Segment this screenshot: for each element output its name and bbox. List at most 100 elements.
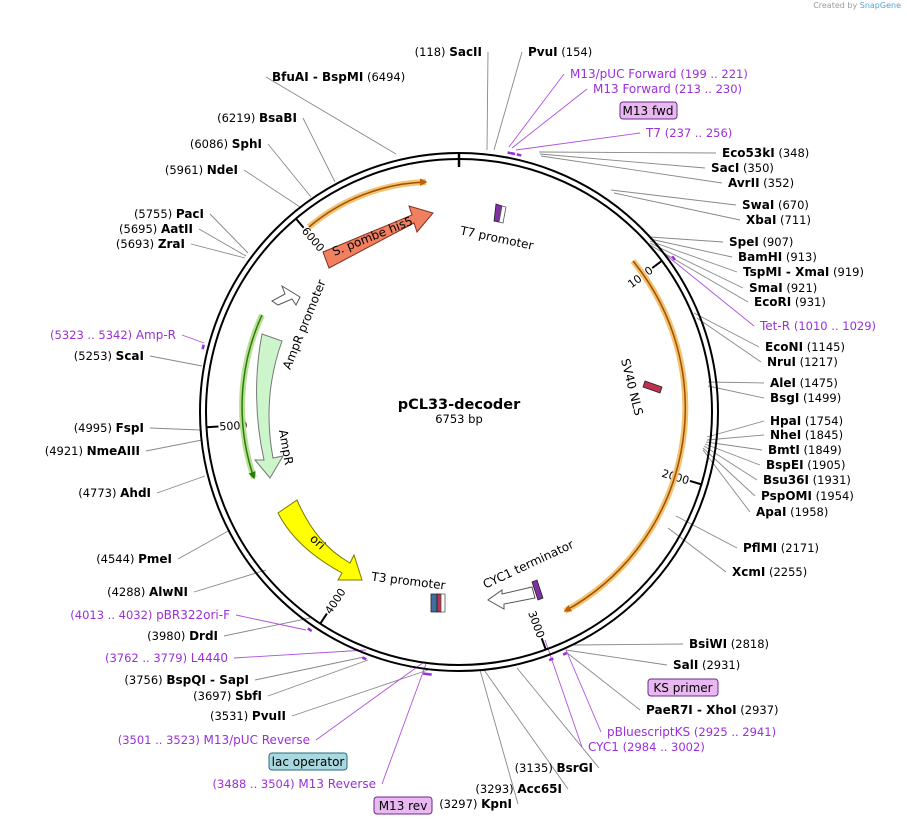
primer-name-l4440: L4440: [191, 651, 228, 665]
site-label-pmei[interactable]: (4544) PmeI: [96, 552, 172, 566]
tick-mark-2000: [689, 479, 702, 486]
site-label-spei[interactable]: SpeI (907): [729, 235, 793, 249]
site-name-pvuii: PvuII: [252, 709, 286, 723]
site-label-ecori[interactable]: EcoRI (931): [754, 295, 826, 309]
site-label-bfuai[interactable]: BfuAI - BspMI (6494): [272, 70, 405, 84]
site-label-sali[interactable]: SalI (2931): [673, 658, 740, 672]
site-label-bsiwi[interactable]: BsiWI (2818): [689, 637, 769, 651]
leader-fspi: [149, 427, 201, 431]
site-label-scai[interactable]: (5253) ScaI: [74, 349, 144, 363]
primer-label-pbr322ori-f[interactable]: (4013 .. 4032) pBR322ori-F: [70, 608, 230, 622]
site-label-apai[interactable]: ApaI (1958): [756, 505, 828, 519]
site-name-bspei: BspEI: [766, 458, 804, 472]
leader-nhei: [706, 434, 765, 441]
primer-label-t7[interactable]: T7 (237 .. 256): [645, 126, 732, 140]
site-label-bspqi[interactable]: (3756) BspQI - SapI: [124, 673, 249, 687]
primer-label-m13-reverse[interactable]: (3488 .. 3504) M13 Reverse: [213, 777, 376, 791]
primer-label-m13-forward[interactable]: M13 Forward (213 .. 230): [593, 82, 742, 96]
leader-ahdi: [156, 475, 206, 494]
site-label-kpni[interactable]: (3297) KpnI: [439, 797, 512, 811]
primer-label-m13-puc-reverse[interactable]: (3501 .. 3523) M13/pUC Reverse: [118, 733, 310, 747]
site-pos-ndei: (5961): [165, 163, 207, 177]
feature-sv40-nls-block[interactable]: [642, 380, 663, 394]
site-pos-bsrgi: (3135): [515, 761, 557, 775]
site-label-acc65i[interactable]: (3293) Acc65I: [475, 782, 562, 796]
orf-arc-right-halo: [563, 259, 689, 614]
site-label-bsabi[interactable]: (6219) BsaBI: [217, 111, 297, 125]
site-label-xbai[interactable]: XbaI (711): [746, 213, 811, 227]
site-label-nhei[interactable]: NheI (1845): [770, 428, 843, 442]
ks-primer-box[interactable]: [647, 678, 719, 697]
site-label-econi[interactable]: EcoNI (1145): [765, 340, 845, 354]
site-label-ndei[interactable]: (5961) NdeI: [165, 163, 238, 177]
site-label-ahdi[interactable]: (4773) AhdI: [78, 486, 151, 500]
leader-sali: [565, 649, 668, 666]
feature-cyc1-block[interactable]: [531, 579, 544, 601]
site-label-bspei[interactable]: BspEI (1905): [766, 458, 845, 472]
site-label-fspi[interactable]: (4995) FspI: [74, 421, 144, 435]
site-name-scai: ScaI: [116, 349, 144, 363]
site-label-bamhi[interactable]: BamHI (913): [738, 250, 817, 264]
feature-t3-promoter-arrow[interactable]: [440, 593, 446, 613]
feature-t7-promoter-arrow[interactable]: [498, 205, 507, 224]
site-name-nmeaiii: NmeAIII: [87, 444, 140, 458]
site-label-smai[interactable]: SmaI (921): [749, 281, 817, 295]
leader-sacii: [486, 51, 489, 151]
site-label-bsu36i[interactable]: Bsu36I (1931): [763, 473, 851, 487]
orf-arc-right: [563, 260, 687, 612]
m13-rev-box[interactable]: [373, 796, 433, 815]
feature-ori-arrow[interactable]: [277, 499, 363, 581]
site-label-pvui[interactable]: PvuI (154): [528, 45, 592, 59]
feature-t3-block-2[interactable]: [436, 593, 442, 613]
site-label-drdi[interactable]: (3980) DrdI: [147, 629, 218, 643]
site-label-nrui[interactable]: NruI (1217): [767, 355, 838, 369]
feature-ampr-arrow[interactable]: [253, 333, 285, 479]
site-label-swai[interactable]: SwaI (670): [742, 198, 809, 212]
primer-label-m13-puc-forward[interactable]: M13/pUC Forward (199 .. 221): [570, 67, 748, 81]
site-label-paci[interactable]: (5755) PacI: [134, 207, 204, 221]
leader-spei: [649, 236, 724, 243]
primer-mark-tet-r: [671, 255, 676, 261]
feature-his5-arrow[interactable]: [322, 205, 434, 269]
ks-primer-label: KS primer: [653, 681, 712, 695]
feature-t3-block[interactable]: [430, 593, 438, 613]
site-label-tspmi[interactable]: TspMI - XmaI (919): [743, 265, 864, 279]
site-label-zrai[interactable]: (5693) ZraI: [116, 237, 185, 251]
site-label-pvuii[interactable]: (3531) PvuII: [210, 709, 286, 723]
site-label-pflmi[interactable]: PflMI (2171): [743, 541, 819, 555]
site-name-avrii: AvrII: [728, 176, 760, 190]
m13-fwd-box[interactable]: [619, 101, 678, 120]
site-label-nmeaiii[interactable]: (4921) NmeAIII: [45, 444, 140, 458]
site-label-saci[interactable]: SacI (350): [711, 161, 774, 175]
site-label-bsgi[interactable]: BsgI (1499): [770, 391, 841, 405]
site-name-paci: PacI: [176, 207, 204, 221]
site-label-pspomi[interactable]: PspOMI (1954): [761, 489, 854, 503]
site-label-alei[interactable]: AleI (1475): [770, 376, 838, 390]
site-pos-pvuii: (3531): [210, 709, 252, 723]
primer-name-amp-r: Amp-R: [136, 328, 176, 342]
lac-operator-box[interactable]: [268, 752, 348, 771]
primer-label-pbluescriptks[interactable]: pBluescriptKS (2925 .. 2941): [607, 725, 776, 739]
primer-label-cyc1[interactable]: CYC1 (2984 .. 3002): [588, 740, 705, 754]
primer-label-l4440[interactable]: (3762 .. 3779) L4440: [105, 651, 228, 665]
site-label-alwni[interactable]: (4288) AlwNI: [107, 585, 188, 599]
site-label-sbfi[interactable]: (3697) SbfI: [193, 689, 262, 703]
site-label-sacii[interactable]: (118) SacII: [415, 45, 482, 59]
site-label-xcmi[interactable]: XcmI (2255): [732, 565, 807, 579]
leader-sbfi: [267, 659, 369, 697]
site-label-avrii[interactable]: AvrII (352): [728, 176, 794, 190]
site-label-paer7i[interactable]: PaeR7I - XhoI (2937): [646, 703, 779, 717]
primer-label-tet-r[interactable]: Tet-R (1010 .. 1029): [759, 319, 876, 333]
feature-cyc1-terminator-arrow[interactable]: [487, 586, 536, 610]
feature-ampr-promoter-arrow[interactable]: [271, 284, 301, 306]
site-label-aatii[interactable]: (5695) AatII: [119, 222, 193, 236]
site-label-eco53ki[interactable]: Eco53kI (348): [722, 146, 809, 160]
site-label-sphi[interactable]: (6086) SphI: [190, 137, 262, 151]
leader-tspmi: [649, 240, 738, 273]
site-label-bmti[interactable]: BmtI (1849): [768, 443, 842, 457]
site-label-bsrgi[interactable]: (3135) BsrGI: [515, 761, 593, 775]
primer-label-amp-r[interactable]: (5323 .. 5342) Amp-R: [50, 328, 176, 342]
site-name-pmei: PmeI: [138, 552, 172, 566]
site-label-hpai[interactable]: HpaI (1754): [770, 414, 843, 428]
site-name-acc65i: Acc65I: [517, 782, 562, 796]
